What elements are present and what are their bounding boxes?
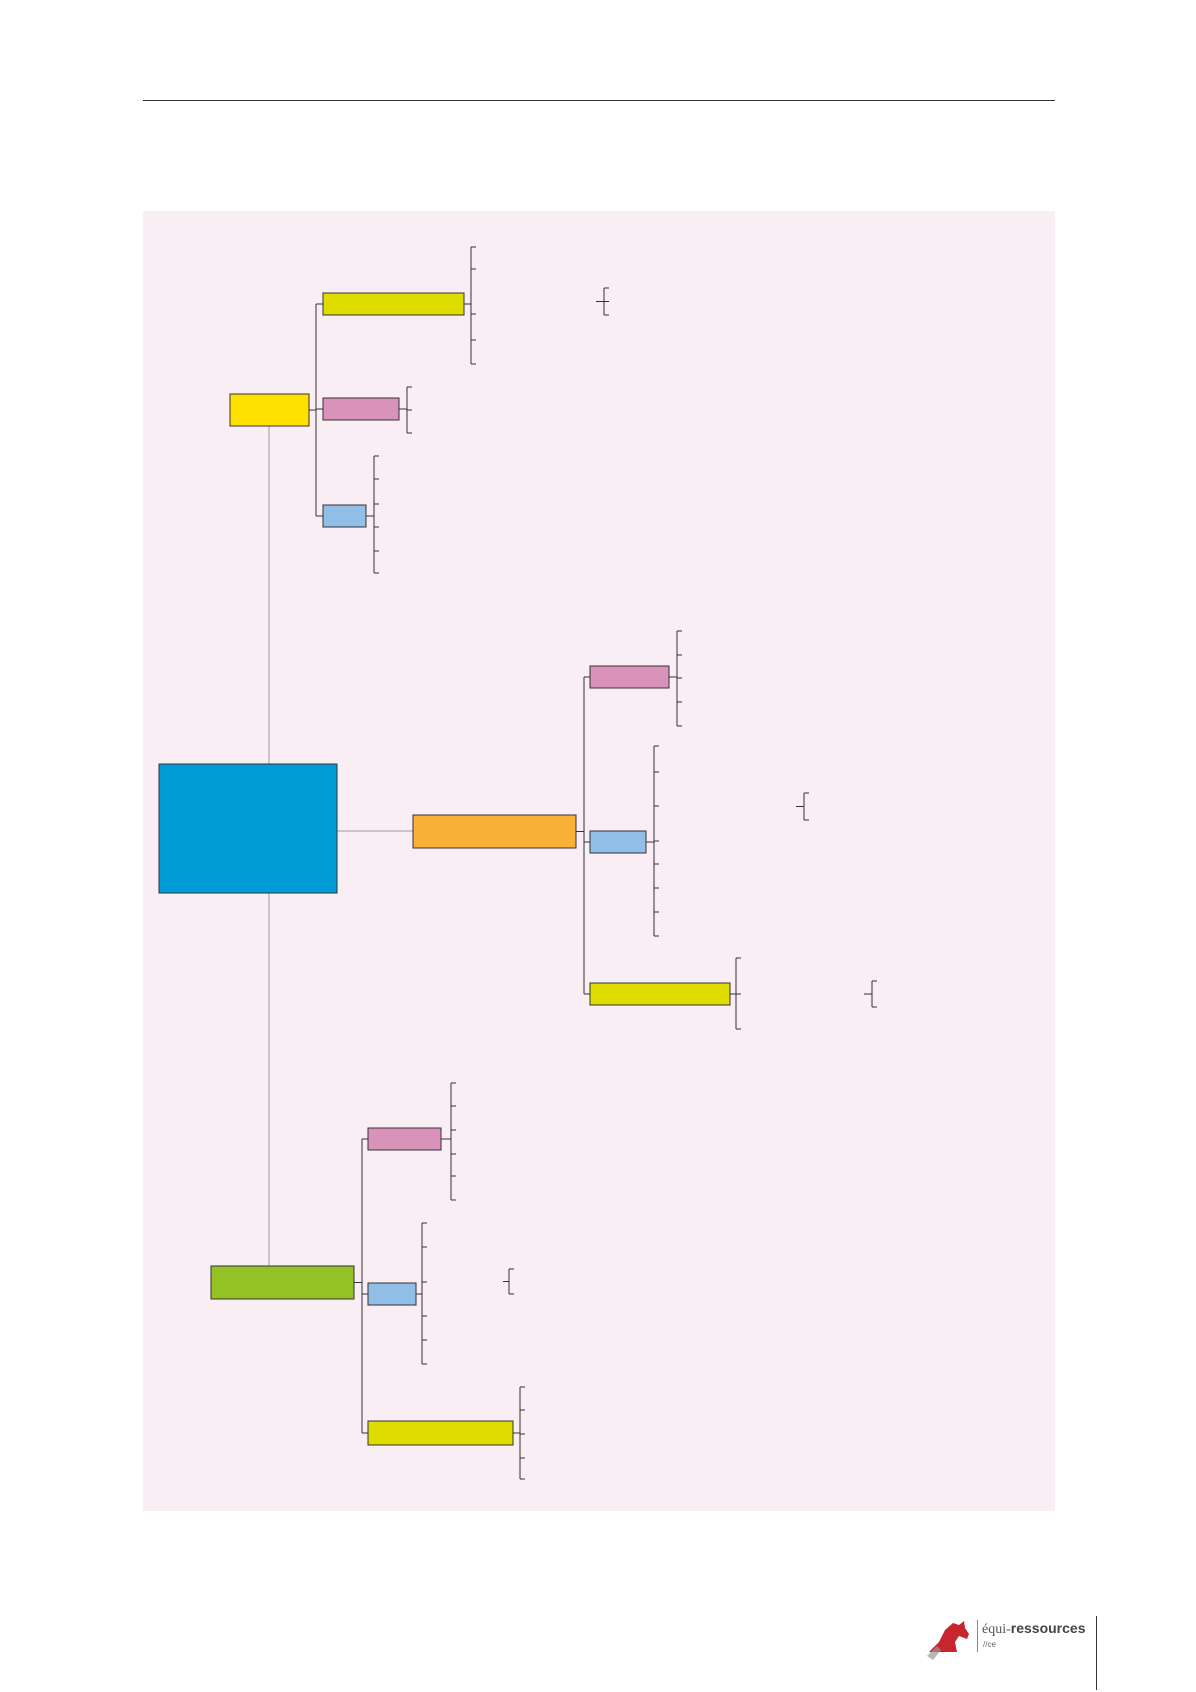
branch-green-child-2-box — [367, 1282, 417, 1306]
equi-ressources-logo: équi-ressources //ce — [925, 1610, 1105, 1690]
branch-green-box — [210, 1265, 355, 1300]
branch-yellow-child-3-box — [322, 504, 367, 528]
logo-tagline: //ce — [983, 1640, 996, 1649]
margin-bar — [1096, 1616, 1097, 1690]
branch-green-child-3-box — [367, 1420, 514, 1446]
logo-separator — [977, 1620, 978, 1652]
horse-head-icon — [927, 1621, 969, 1660]
root-box — [158, 763, 338, 894]
branch-orange-box — [412, 814, 577, 849]
branch-orange-child-3-box — [589, 982, 731, 1006]
branch-yellow-box — [229, 393, 310, 427]
branch-orange-child-2-box — [589, 830, 647, 854]
branch-yellow-child-1-box — [322, 292, 465, 316]
logo-wordmark: équi-ressources — [982, 1620, 1086, 1637]
branch-yellow-child-2-box — [322, 397, 400, 421]
branch-green-child-1-box — [367, 1127, 442, 1151]
branch-orange-child-1-box — [589, 665, 670, 689]
header-rule — [143, 100, 1055, 101]
